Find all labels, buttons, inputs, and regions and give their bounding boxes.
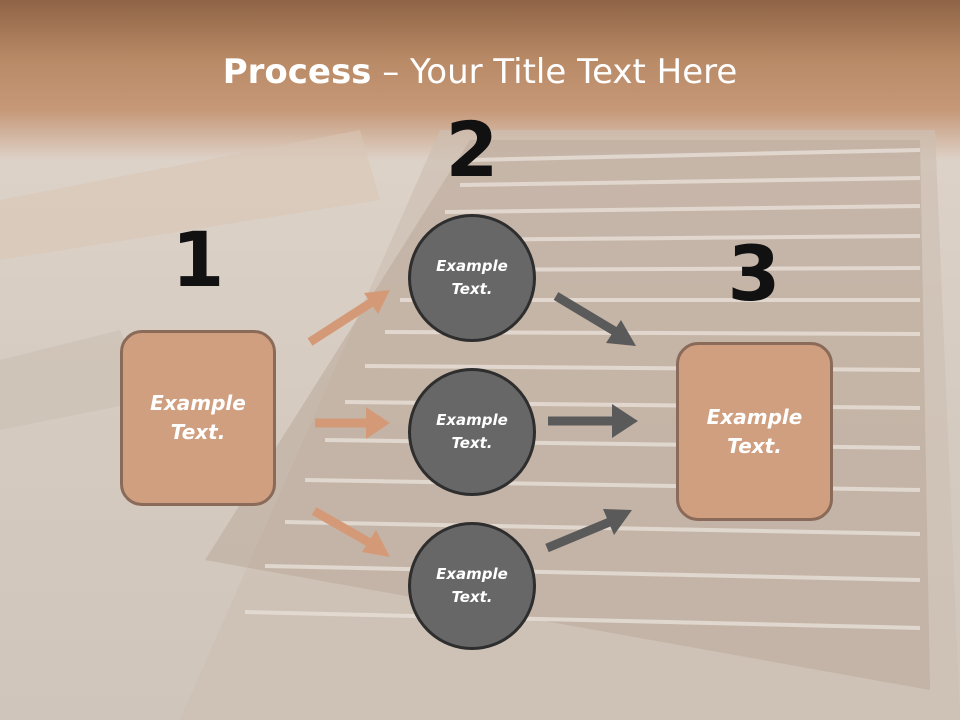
step-number-2: 2 <box>445 105 499 194</box>
circle-middle: Example Text. <box>408 368 536 496</box>
arrow-left-to-middle <box>315 407 390 439</box>
arrow-left-to-bottom <box>311 507 390 557</box>
arrow-left-to-top <box>307 290 390 346</box>
slide-title: Process – Your Title Text Here <box>0 52 960 92</box>
arrow-middle-to-right <box>548 404 638 438</box>
arrow-top-to-right <box>553 292 636 346</box>
circle-top: Example Text. <box>408 214 536 342</box>
circle-bottom: Example Text. <box>408 522 536 650</box>
left-box: Example Text. <box>120 330 276 506</box>
title-bold: Process <box>222 52 372 92</box>
title-rest: – Your Title Text Here <box>371 52 738 92</box>
step-number-1: 1 <box>171 215 225 304</box>
step-number-3: 3 <box>727 229 781 318</box>
right-box: Example Text. <box>676 342 833 521</box>
arrow-bottom-to-right <box>545 509 632 553</box>
